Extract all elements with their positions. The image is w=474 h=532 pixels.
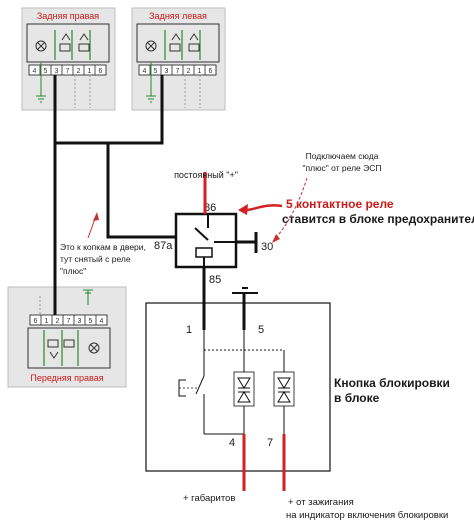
relay-pin-86: 86 bbox=[204, 202, 216, 214]
block-pin-7: 7 bbox=[267, 437, 273, 449]
door-button-wires bbox=[53, 75, 180, 315]
block-pin-5: 5 bbox=[258, 324, 264, 336]
pin-label: 2 bbox=[77, 68, 81, 75]
gabarity-label: + габаритов bbox=[183, 493, 235, 504]
pin-label: 3 bbox=[165, 68, 169, 75]
pin-label: 5 bbox=[154, 68, 158, 75]
pin-row-front-right: 6 1 2 7 3 5 4 bbox=[29, 314, 108, 326]
relay-arrow bbox=[238, 204, 283, 215]
relay-title-red: 5 контактное реле bbox=[286, 197, 394, 211]
pin-row-rear-left: 4 5 3 7 2 1 6 bbox=[138, 64, 217, 76]
connector-rear-left: Задняя левая 4 5 3 7 2 1 6 bbox=[131, 7, 226, 111]
constant-plus-note: постоянный "+" bbox=[174, 170, 238, 180]
pin-label: 7 bbox=[67, 318, 71, 325]
pin-label: 4 bbox=[33, 68, 37, 75]
pin-label: 6 bbox=[99, 68, 103, 75]
pin-label: 3 bbox=[55, 68, 59, 75]
esp-note-line2: "плюс" от реле ЭСП bbox=[303, 163, 382, 173]
pin-label: 5 bbox=[89, 318, 93, 325]
pin-label: 2 bbox=[187, 68, 191, 75]
pin-label: 5 bbox=[44, 68, 48, 75]
pin-label: 4 bbox=[143, 68, 147, 75]
pin-label: 3 bbox=[78, 318, 82, 325]
relay-title-dark: ставится в блоке предохранителей bbox=[282, 212, 474, 226]
pin-label: 2 bbox=[56, 318, 60, 325]
block-title-line2: в блоке bbox=[334, 391, 380, 405]
pin-label: 7 bbox=[176, 68, 180, 75]
connector-rear-right: Задняя правая 4 5 3 7 2 1 6 bbox=[21, 7, 116, 111]
pin-label: 1 bbox=[45, 318, 49, 325]
block-pin-4: 4 bbox=[229, 437, 235, 449]
pin-label: 7 bbox=[66, 68, 70, 75]
indicator-led-icon bbox=[233, 371, 255, 407]
backlight-led-icon bbox=[273, 371, 295, 407]
connector-front-right: 6 1 2 7 3 5 4 Передняя правая bbox=[7, 286, 127, 388]
relay-pin-85: 85 bbox=[209, 274, 221, 286]
pin-row-rear-right: 4 5 3 7 2 1 6 bbox=[28, 64, 107, 76]
lock-switch-icon bbox=[178, 375, 244, 435]
door-note-line1: Это к копкам в двери, bbox=[60, 242, 146, 252]
relay-pin-87a: 87a bbox=[154, 240, 173, 252]
esp-arrow bbox=[272, 177, 308, 243]
pin-label: 1 bbox=[88, 68, 92, 75]
pin-label: 1 bbox=[198, 68, 202, 75]
block-pin-1: 1 bbox=[186, 324, 192, 336]
relay: 86 87a 30 85 bbox=[154, 202, 273, 286]
esp-note-line1: Подключаем сюда bbox=[306, 151, 379, 161]
pin-label: 4 bbox=[100, 318, 104, 325]
door-note-line2: тут снятый с реле bbox=[60, 254, 131, 264]
lock-button-block: 1 5 4 7 bbox=[145, 287, 450, 472]
block-title-line1: Кнопка блокировки bbox=[334, 376, 450, 390]
door-note-line3: "плюс" bbox=[60, 266, 86, 276]
ignition-label-line1: + от зажигания bbox=[288, 497, 354, 508]
connector-rear-right-label: Задняя правая bbox=[37, 11, 99, 21]
ignition-label-line2: на индикатор включения блокировки bbox=[286, 510, 448, 521]
connector-front-right-label: Передняя правая bbox=[30, 373, 103, 383]
pin-label: 6 bbox=[209, 68, 213, 75]
connector-rear-left-label: Задняя левая bbox=[149, 11, 207, 21]
pin-label: 6 bbox=[34, 318, 38, 325]
relay-pin-30: 30 bbox=[261, 241, 273, 253]
door-arrow bbox=[87, 212, 99, 239]
